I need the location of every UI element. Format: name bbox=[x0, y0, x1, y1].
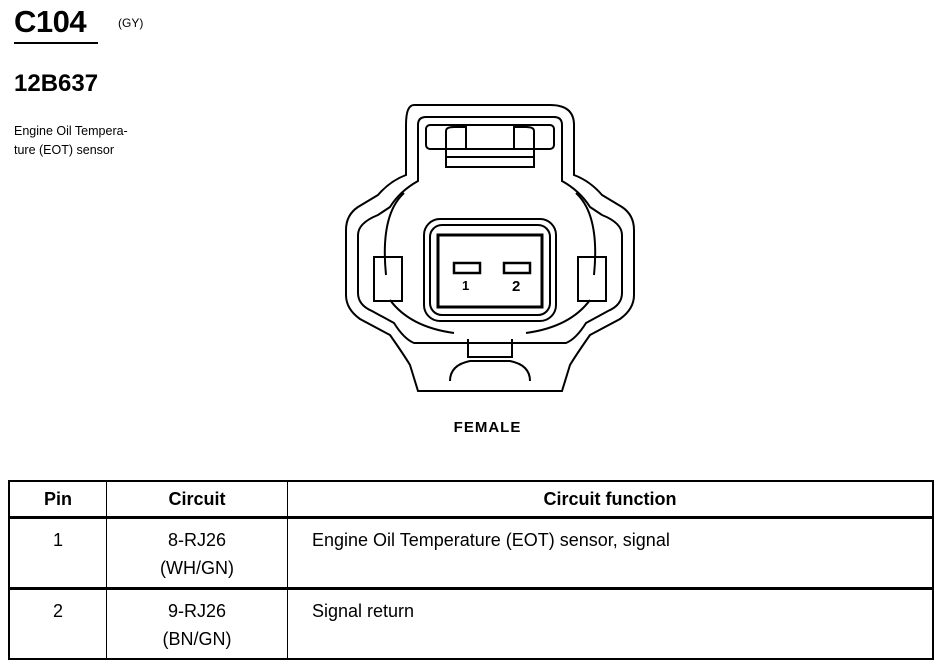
part-number: 12B637 bbox=[14, 70, 99, 97]
connector-color-code: (GY) bbox=[118, 16, 144, 30]
circuit-number: 9-RJ26 bbox=[167, 601, 227, 621]
wire-color: (WH/GN) bbox=[160, 558, 234, 578]
circuit-number: 8-RJ26 bbox=[167, 530, 227, 550]
table-row: 2 9-RJ26 (BN/GN) Signal return bbox=[9, 588, 933, 659]
connector-id-underline bbox=[14, 42, 98, 44]
column-header-pin: Pin bbox=[9, 481, 107, 519]
connector-id: C104 bbox=[14, 4, 87, 39]
connector-outline-icon bbox=[345, 104, 635, 392]
pin-cell: 2 bbox=[9, 588, 107, 659]
pin-circuit-table: Pin Circuit Circuit function 1 8-RJ26 (W… bbox=[8, 480, 934, 660]
column-header-function: Circuit function bbox=[287, 481, 933, 519]
function-cell: Signal return bbox=[312, 601, 415, 621]
description-line-2: ture (EOT) sensor bbox=[14, 143, 115, 157]
description-line-1: Engine Oil Tempera- bbox=[14, 124, 128, 138]
connector-gender-label: FEMALE bbox=[453, 419, 522, 436]
pin-cell: 1 bbox=[9, 517, 107, 590]
wire-color: (BN/GN) bbox=[162, 629, 232, 649]
column-header-circuit: Circuit bbox=[106, 481, 288, 519]
circuit-cell: 8-RJ26 (WH/GN) bbox=[106, 517, 288, 590]
pin-1-label: 1 bbox=[462, 278, 470, 293]
pin-2-label: 2 bbox=[512, 278, 521, 295]
circuit-cell: 9-RJ26 (BN/GN) bbox=[106, 588, 288, 659]
table-header-row: Pin Circuit Circuit function bbox=[9, 481, 933, 519]
function-cell: Engine Oil Temperature (EOT) sensor, sig… bbox=[287, 517, 933, 590]
component-description: Engine Oil Tempera- ture (EOT) sensor bbox=[14, 122, 194, 160]
connector-face-diagram: 1 2 bbox=[340, 95, 640, 395]
table-row: 1 8-RJ26 (WH/GN) Engine Oil Temperature … bbox=[9, 517, 933, 590]
